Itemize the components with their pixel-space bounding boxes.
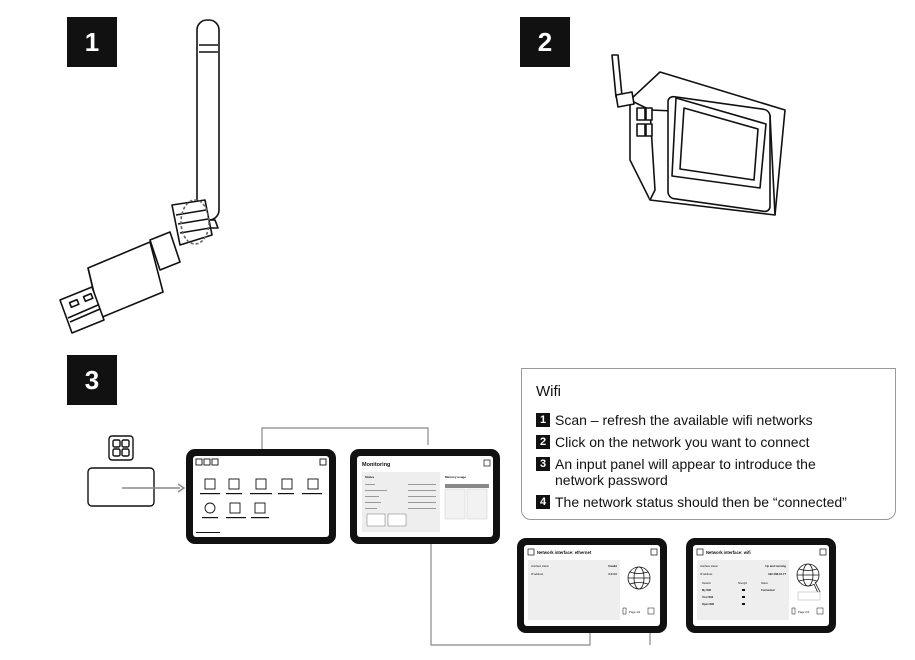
ethernet-title: Network interface: ethernet	[537, 550, 592, 555]
wifi-status-value: Up and running	[765, 564, 786, 568]
wifi-network-1-name: My Wifi	[702, 588, 711, 592]
globe-icon	[796, 563, 821, 594]
wifi-network-1-status: Connected	[761, 588, 775, 592]
globe-icon	[627, 566, 651, 590]
step-3-badge: 3	[67, 355, 117, 405]
step-1-badge: 1	[67, 17, 117, 67]
usb-wifi-dongle-illustration	[59, 19, 220, 334]
step-2-badge: 2	[520, 17, 570, 67]
instruction-item-1: 1 Scan – refresh the available wifi netw…	[536, 412, 886, 428]
monitoring-status-label: Status	[365, 475, 375, 479]
wifi-interface-screen: Network interface: wifi Interface status…	[686, 538, 836, 633]
main-menu-screen	[186, 449, 336, 544]
monitoring-screen: Monitoring Status Memory usage	[350, 449, 500, 544]
instruction-number-3: 3	[536, 457, 550, 471]
instruction-item-3: 3 An input panel will appear to introduc…	[536, 456, 836, 488]
instruction-number-4: 4	[536, 495, 550, 509]
wifi-col-strength: Strength	[738, 582, 748, 585]
wifi-instructions-title: Wifi	[536, 383, 561, 400]
instruction-text-4: The network status should then be “conne…	[555, 494, 847, 510]
wifi-page-label: Page 2/2	[798, 610, 810, 614]
instruction-text-3: An input panel will appear to introduce …	[555, 456, 816, 488]
wifi-status-label: Interface status	[700, 564, 718, 568]
monitoring-memory-label: Memory usage	[445, 475, 466, 479]
instruction-text-2: Click on the network you want to connect	[555, 434, 810, 450]
instruction-item-4: 4 The network status should then be “con…	[536, 494, 886, 510]
ethernet-ip-label: IP address	[531, 572, 544, 576]
ethernet-interface-screen: Network interface: ethernet Interface st…	[517, 538, 667, 633]
wifi-ip-value: 192.168.10.77	[768, 572, 786, 576]
wifi-network-3-name: Open Wifi	[702, 602, 714, 606]
instruction-text-1: Scan – refresh the available wifi networ…	[555, 412, 813, 428]
device-small-illustration	[87, 435, 186, 507]
monitoring-title: Monitoring	[362, 462, 390, 468]
wifi-network-2-name: Your Wifi	[702, 595, 713, 599]
ethernet-status-value: Invalid	[608, 564, 617, 568]
wifi-col-network: Network	[702, 582, 712, 585]
ethernet-status-label: Interface status	[531, 564, 549, 568]
wifi-ip-label: IP address	[700, 572, 713, 576]
ethernet-page-label: Page 1/2	[629, 610, 641, 614]
instruction-number-1: 1	[536, 413, 550, 427]
wifi-title: Network interface: wifi	[706, 550, 751, 555]
instruction-item-2: 2 Click on the network you want to conne…	[536, 434, 886, 450]
ethernet-ip-value: 0.0.0.0	[608, 572, 617, 576]
device-box-illustration	[611, 54, 786, 216]
wifi-instructions-panel: Wifi 1 Scan – refresh the available wifi…	[521, 368, 896, 520]
instruction-number-2: 2	[536, 435, 550, 449]
wifi-col-status: Status	[761, 582, 769, 585]
